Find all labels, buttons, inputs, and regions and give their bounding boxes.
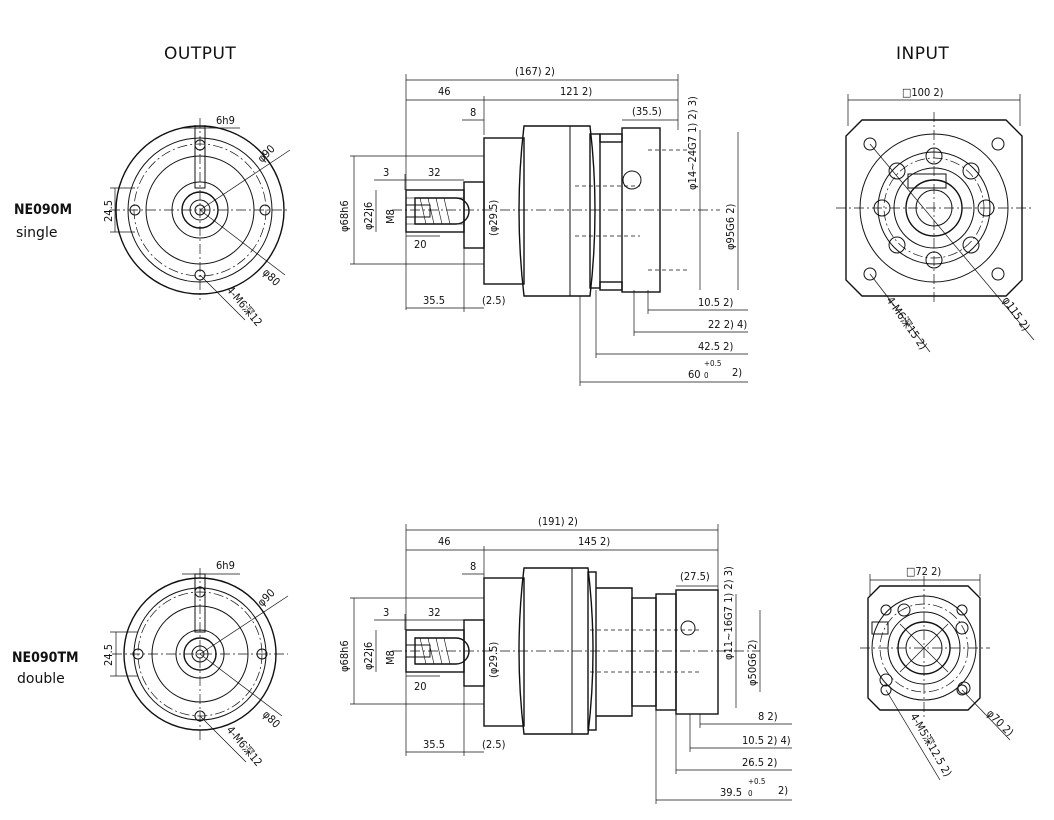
model-variant-double: double <box>17 671 65 687</box>
side-view-double: (191) 2) 46 145 2) (27.5) 8 3 32 20 M8 φ… <box>338 515 792 804</box>
side2-shaft-start: 3 <box>383 606 389 619</box>
output-view-single: 6h9 φ90 24.5 φ80 4-M6深12 <box>102 114 291 329</box>
side2-d3: 26.5 2) <box>742 756 777 769</box>
side1-d2: 22 2) 4) <box>708 318 747 331</box>
side1-d4-tol: +0.5 <box>704 359 721 368</box>
side1-pilot: φ68h6 <box>338 200 351 232</box>
side1-d1: 10.5 2) <box>698 296 733 309</box>
side1-d4-base: 60 <box>688 368 701 381</box>
side1-shaft-d: φ22j6 <box>362 202 375 230</box>
side2-d4-tol: +0.5 <box>748 777 765 786</box>
side2-thread-len: 20 <box>414 680 427 693</box>
side2-overall: (191) 2) <box>538 515 578 528</box>
side1-d3: 42.5 2) <box>698 340 733 353</box>
side2-d1: 8 2) <box>758 710 778 723</box>
side2-step: 8 <box>470 560 476 573</box>
input-header: INPUT <box>896 44 950 64</box>
side1-motor-pilot: φ95G6 2) <box>724 203 737 250</box>
side1-overall: (167) 2) <box>515 65 555 78</box>
side2-center-dia: (φ29.5) <box>487 642 500 678</box>
model-code-double: NE090TM <box>12 650 79 666</box>
side1-shaft-start: 3 <box>383 166 389 179</box>
in1-holes: 4-M6深15 2) <box>884 294 930 352</box>
out-key-label: 6h9 <box>216 114 235 127</box>
side2-flange-len: 46 <box>438 535 451 548</box>
out-pcd-label: φ90 <box>255 142 278 165</box>
model-variant-single: single <box>16 225 58 241</box>
side1-flange-len: 46 <box>438 85 451 98</box>
out2-circle-label: φ80 <box>260 708 283 731</box>
input-view-single: □100 2) 4-M6深15 2) φ115 2) <box>836 86 1035 352</box>
out-holes-label: 4-M6深12 <box>224 284 265 329</box>
side2-d4-note: 2) <box>778 784 788 797</box>
side2-d4-base: 39.5 <box>720 786 742 799</box>
side2-gap: (2.5) <box>482 738 506 751</box>
side2-key-len: 32 <box>428 606 441 619</box>
side2-d2: 10.5 2) 4) <box>742 734 791 747</box>
side2-motor-shaft: φ11~16G7 1) 2) 3) <box>722 566 735 660</box>
side1-shaft-total: 35.5 <box>423 294 445 307</box>
side1-tap: M8 <box>384 209 397 224</box>
side2-shaft-total: 35.5 <box>423 738 445 751</box>
side1-motor-shaft: φ14~24G7 1) 2) 3) <box>686 96 699 190</box>
side1-gap: (2.5) <box>482 294 506 307</box>
side-view-single: (167) 2) 46 121 2) (35.5) 8 3 32 20 M8 φ… <box>338 65 748 386</box>
side1-d4-tol2: 0 <box>704 371 709 380</box>
output-header: OUTPUT <box>164 44 237 64</box>
side1-thread-len: 20 <box>414 238 427 251</box>
side1-step: 8 <box>470 106 476 119</box>
model-code-single: NE090M <box>14 202 72 218</box>
side1-body-len: 121 2) <box>560 85 592 98</box>
in2-pcd: φ70 2) <box>984 707 1016 739</box>
side1-center-dia: (φ29.5) <box>487 200 500 236</box>
side1-key-len: 32 <box>428 166 441 179</box>
side1-adapter: (35.5) <box>632 105 662 118</box>
side2-d4-tol2: 0 <box>748 789 753 798</box>
side2-motor-pilot: φ50G6 2) <box>746 639 759 686</box>
out2-key-label: 6h9 <box>216 559 235 572</box>
input-view-double: □72 2) 4-M5深12.5 2) φ70 2) <box>860 565 1016 781</box>
side2-body-len: 145 2) <box>578 535 610 548</box>
in1-pcd: φ115 2) <box>1000 294 1033 333</box>
side2-tap: M8 <box>384 650 397 665</box>
side2-shaft-d: φ22j6 <box>362 642 375 670</box>
side2-pilot: φ68h6 <box>338 640 351 672</box>
out2-height-label: 24.5 <box>102 644 115 666</box>
out-circle-label: φ80 <box>260 266 283 289</box>
side1-d4-note: 2) <box>732 366 742 379</box>
out-height-label: 24.5 <box>102 200 115 222</box>
side2-adapter: (27.5) <box>680 570 710 583</box>
in2-square: □72 2) <box>906 565 941 578</box>
output-view-double: 6h9 φ90 24.5 φ80 4-M6深12 <box>102 559 289 769</box>
in2-holes: 4-M5深12.5 2) <box>907 711 954 779</box>
in1-square: □100 2) <box>902 86 944 99</box>
